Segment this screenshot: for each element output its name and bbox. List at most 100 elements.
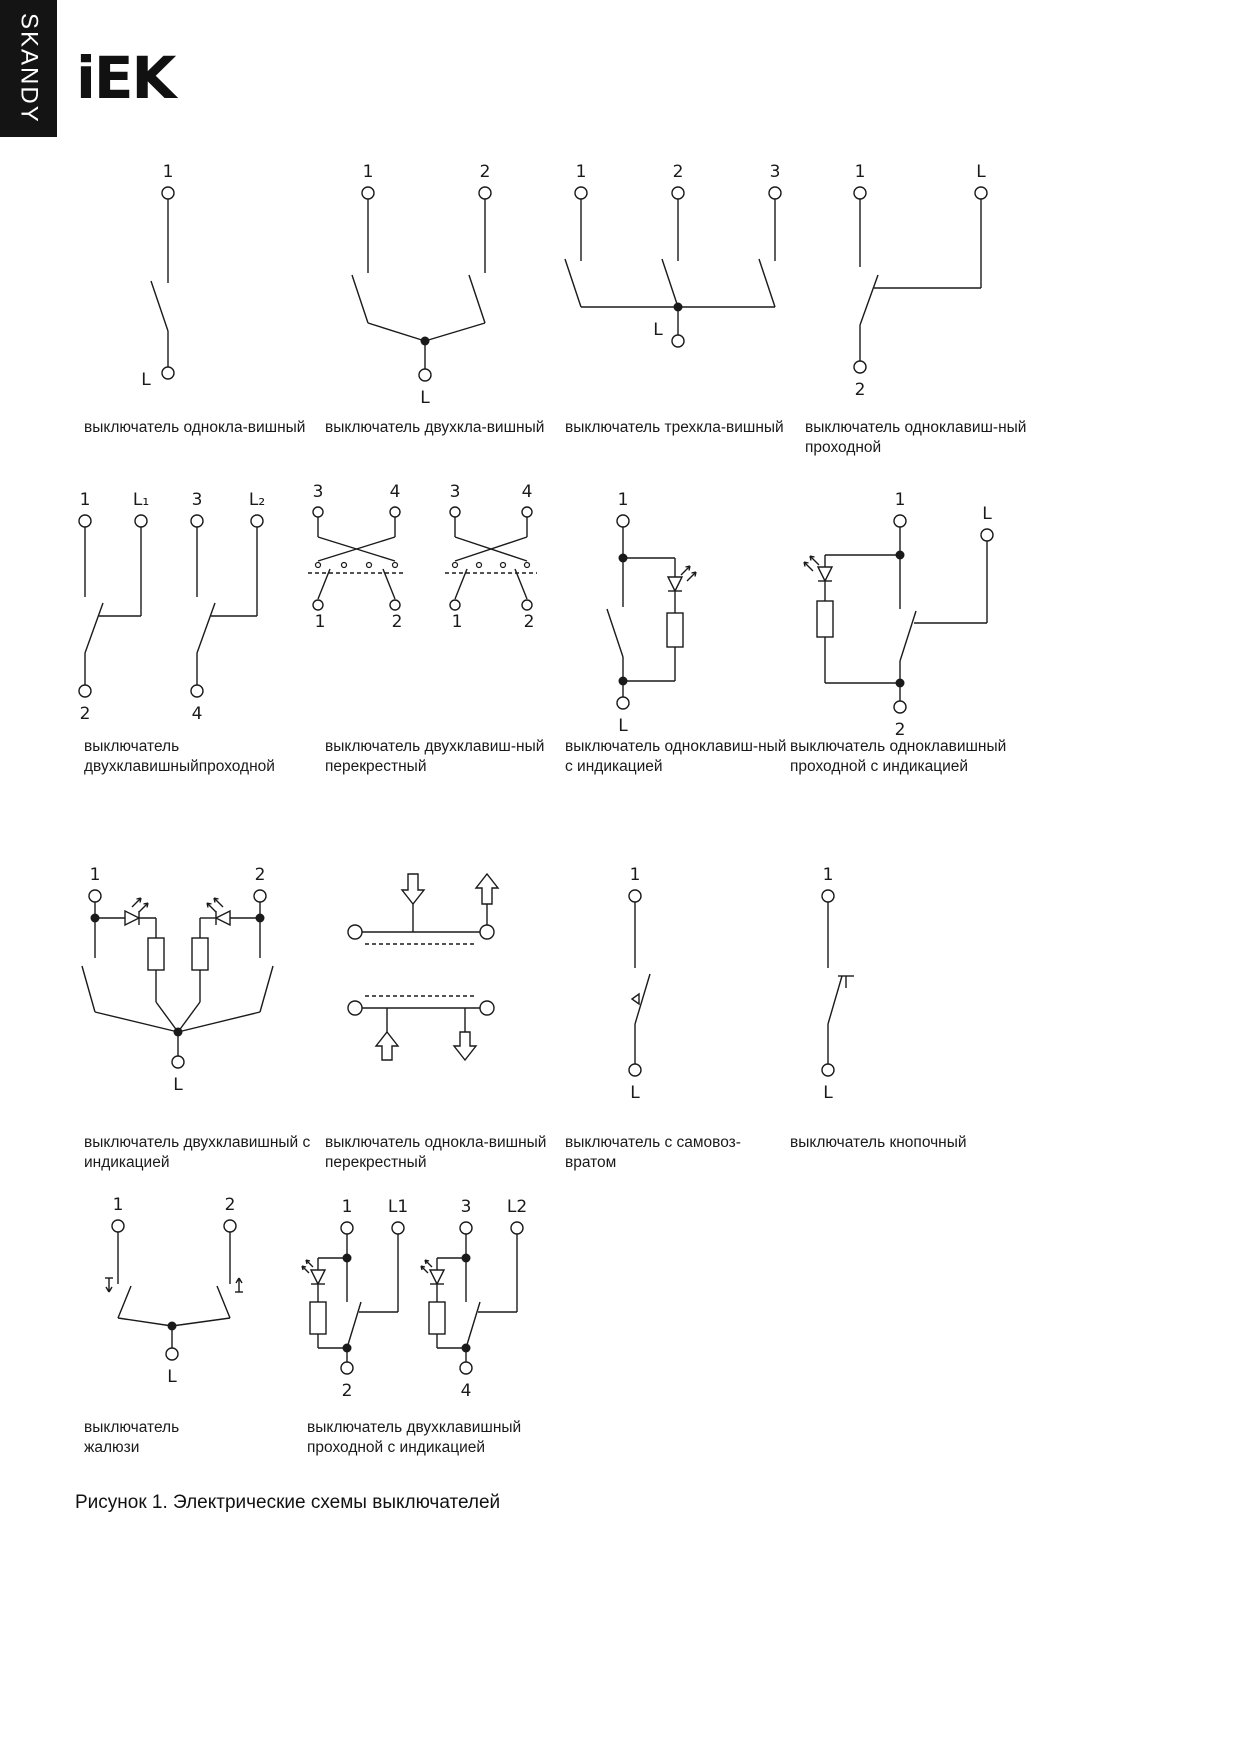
contact (314, 561, 322, 569)
switch-blade (382, 568, 396, 600)
led-icon (206, 897, 231, 927)
contact (365, 561, 373, 569)
terminal (171, 1055, 185, 1069)
terminal (628, 1063, 642, 1077)
diagram-caption: выключатель одноклавиш-ный проходной (805, 419, 1027, 456)
arrow-down-icon (105, 1277, 113, 1293)
arrow-down-icon (400, 873, 426, 906)
switch-blade (150, 280, 169, 332)
diagram-caption: выключатель кнопочный (790, 1134, 967, 1151)
terminal (479, 924, 495, 940)
contact (340, 561, 348, 569)
terminal-label: 1 (315, 612, 326, 632)
diagram-blinds: 1 2 L (84, 1190, 314, 1410)
brand-sidebar: SKANDY (0, 0, 57, 137)
terminal-label: 4 (522, 482, 533, 502)
terminal-label: 2 (673, 162, 684, 182)
diagram-caption: выключатель двухклавишныйпроходной (84, 738, 275, 775)
diagram-caption: выключатель двухклавишный проходной с ин… (307, 1419, 522, 1456)
brand-vertical-text: SKANDY (15, 13, 43, 124)
terminal-label: 4 (461, 1381, 472, 1401)
diagram-one-gang-two-way: 1 L 2 (805, 155, 1035, 415)
switch-blade (84, 602, 104, 654)
terminal-label: 1 (576, 162, 587, 182)
schematic-one-gang-crossover-switch (347, 872, 500, 1062)
terminal-label: 2 (855, 380, 866, 400)
terminal-label: L (173, 1075, 183, 1095)
terminal-label: 2 (80, 704, 91, 724)
diagram-two-gang-crossover: 3 4 1 2 3 4 1 2 (305, 482, 565, 645)
terminal (628, 889, 642, 903)
led-icon (124, 897, 149, 927)
terminal-label: L (653, 320, 663, 340)
schematic-one-gang-two-way-indicator-switch: 1 L 2 (803, 490, 994, 740)
terminal-label: 1 (363, 162, 374, 182)
terminal (190, 684, 204, 698)
terminal-label: 4 (192, 704, 203, 724)
schematic-three-gang-switch: 1 2 3 L (564, 162, 782, 348)
terminal (449, 599, 461, 611)
terminal (253, 889, 267, 903)
resistor (816, 600, 834, 638)
terminal-label: 1 (855, 162, 866, 182)
diagram-caption: выключатель двухклавишный с индикацией (84, 1134, 311, 1171)
terminal (223, 1219, 237, 1233)
terminal-label: 1 (630, 865, 641, 885)
diagram-two-gang-two-way: 1 L₁ 3 L₂ 2 4 (70, 485, 315, 730)
terminal (974, 186, 988, 200)
terminal-label: L (630, 1083, 640, 1103)
schematic-two-gang-switch: 1 2 L (351, 162, 492, 408)
switch-blade (634, 973, 651, 1025)
iek-logo: iEK (76, 44, 176, 112)
diagram-caption: выключатель одноклавиш-ный с индикацией (565, 738, 787, 775)
schematic-two-gang-crossover-switch: 3 4 1 2 3 4 1 2 (308, 482, 537, 632)
terminal-label: 1 (618, 490, 629, 510)
diagram-caption: выключатель однокла-вишный (84, 419, 306, 436)
terminal-label: L (420, 388, 430, 408)
contact (391, 561, 399, 569)
switch-blade (758, 258, 776, 308)
terminal (821, 889, 835, 903)
terminal (521, 506, 533, 518)
diagram-momentary: 1 L (565, 860, 795, 1115)
contact (451, 561, 459, 569)
terminal-label: 2 (255, 865, 266, 885)
resistor (147, 937, 165, 971)
push-actuator-icon (838, 975, 854, 988)
contact (523, 561, 531, 569)
terminal (980, 528, 994, 542)
diagram-one-gang: 1 L (84, 155, 314, 400)
terminal (853, 360, 867, 374)
terminal (459, 1221, 473, 1235)
terminal-label: L (618, 716, 628, 736)
terminal-label: 1 (90, 865, 101, 885)
diagram-caption: выключатель двухклавиш-ный перекрестный (325, 738, 545, 775)
switch-blade (827, 975, 843, 1025)
resistor (428, 1301, 446, 1335)
terminal-label: 3 (192, 490, 203, 510)
schematic-push-button-switch: 1 L (821, 865, 854, 1103)
terminal (521, 599, 533, 611)
diagram-caption: выключатель с самовоз-вратом (565, 1134, 741, 1171)
terminal-label: 4 (390, 482, 401, 502)
terminal (671, 334, 685, 348)
terminal (347, 1000, 363, 1016)
terminal (478, 186, 492, 200)
terminal (312, 506, 324, 518)
terminal-label: 1 (823, 865, 834, 885)
terminal-label: L (141, 370, 151, 390)
terminal (340, 1361, 354, 1375)
schematic-two-gang-indicator-switch: 1 2 (81, 865, 274, 1095)
arrow-up-icon (474, 872, 500, 905)
figure-caption: Рисунок 1. Электрические схемы выключате… (75, 1492, 501, 1513)
terminal-label: 3 (770, 162, 781, 182)
terminal-label: L (976, 162, 986, 182)
terminal (821, 1063, 835, 1077)
terminal (78, 684, 92, 698)
terminal-label: L1 (388, 1197, 408, 1217)
diagram-caption: выключатель трехкла-вишный (565, 419, 784, 436)
schematic-one-gang-two-way-switch: 1 L 2 (853, 162, 988, 400)
led-icon (803, 555, 834, 583)
switch-blade (317, 568, 331, 600)
diagram-caption: выключатель одноклавишный проходной с ин… (790, 738, 1007, 775)
